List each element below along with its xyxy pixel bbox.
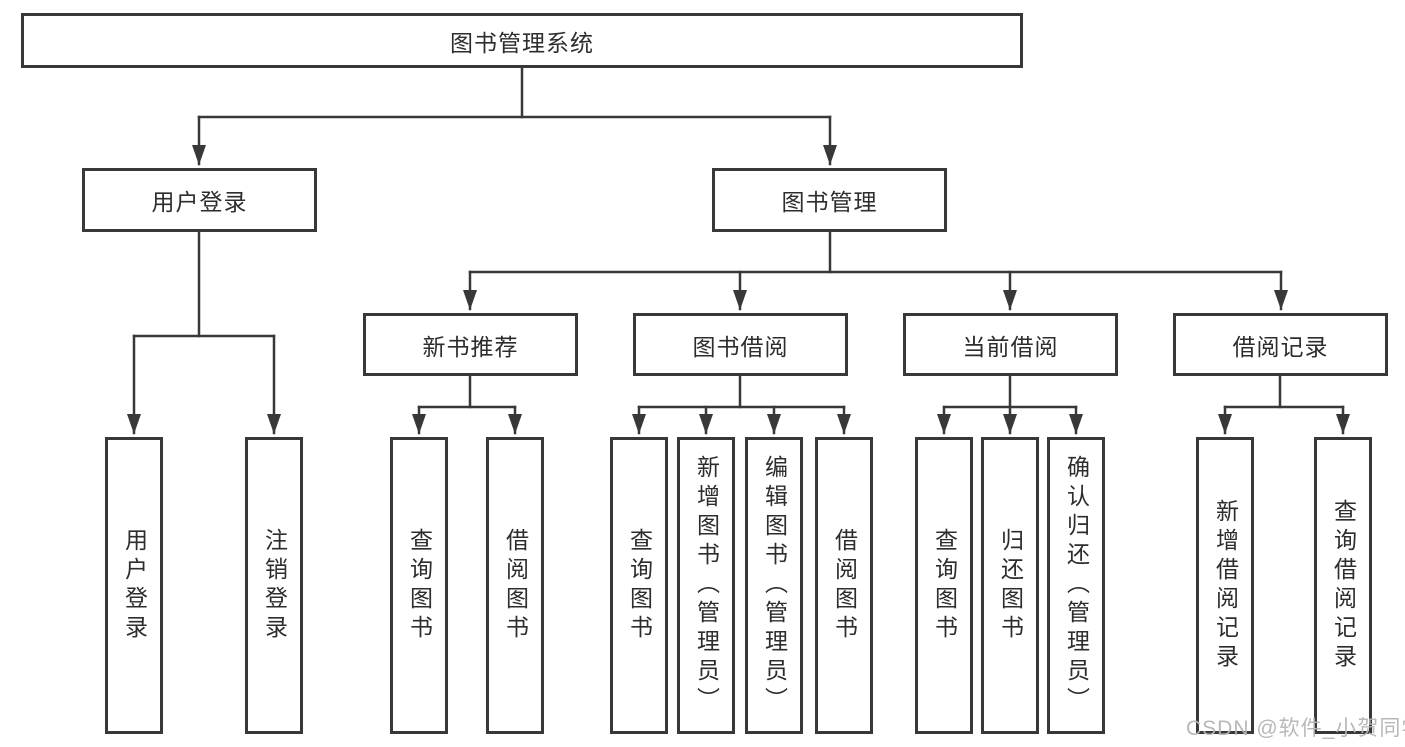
node-current-borrowing: 当前借阅 (903, 313, 1118, 376)
leaf-confirm-return-admin: 确认归还（管理员） (1047, 437, 1105, 734)
leaf-query-borrow-record: 查询借阅记录 (1314, 437, 1372, 734)
leaf-edit-book-admin: 编辑图书（管理员） (745, 437, 803, 734)
node-label: 新书推荐 (422, 333, 519, 360)
leaf-borrow-books-2: 借阅图书 (815, 437, 873, 734)
node-root-system: 图书管理系统 (21, 13, 1023, 68)
node-label: 新增借阅记录 (1212, 498, 1239, 673)
node-borrowing-records: 借阅记录 (1173, 313, 1388, 376)
node-label: 查询图书 (626, 527, 653, 644)
node-label: 确认归还（管理员） (1063, 455, 1090, 716)
leaf-return-book: 归还图书 (981, 437, 1039, 734)
node-label: 用户登录 (151, 189, 248, 215)
leaf-logout: 注销登录 (245, 437, 303, 734)
node-book-borrowing: 图书借阅 (633, 313, 848, 376)
node-label: 归还图书 (997, 527, 1024, 644)
node-user-login-module: 用户登录 (82, 168, 317, 232)
node-label: 当前借阅 (962, 333, 1059, 360)
node-book-management-module: 图书管理 (712, 168, 947, 232)
node-label: 编辑图书（管理员） (761, 455, 788, 716)
node-label: 查询图书 (406, 527, 433, 644)
node-label: 用户登录 (121, 527, 148, 644)
node-label: 借阅图书 (831, 527, 858, 644)
leaf-add-book-admin: 新增图书（管理员） (677, 437, 735, 734)
node-label: 图书借阅 (692, 333, 789, 360)
node-label: 借阅图书 (502, 527, 529, 644)
node-label: 查询借阅记录 (1330, 498, 1357, 673)
node-new-book-recommendation: 新书推荐 (363, 313, 578, 376)
leaf-query-books-1: 查询图书 (390, 437, 448, 734)
leaf-user-login: 用户登录 (105, 437, 163, 734)
csdn-watermark: CSDN @软件_小贺同学 (1186, 717, 1405, 740)
leaf-add-borrow-record: 新增借阅记录 (1196, 437, 1254, 734)
node-label: 图书管理系统 (450, 29, 594, 56)
node-label: 新增图书（管理员） (693, 455, 720, 716)
leaf-borrow-books-1: 借阅图书 (486, 437, 544, 734)
node-label: 注销登录 (261, 527, 288, 644)
node-label: 借阅记录 (1232, 333, 1329, 360)
leaf-query-books-2: 查询图书 (610, 437, 668, 734)
node-label: 图书管理 (781, 189, 878, 215)
leaf-query-books-3: 查询图书 (915, 437, 973, 734)
node-label: 查询图书 (931, 527, 958, 644)
